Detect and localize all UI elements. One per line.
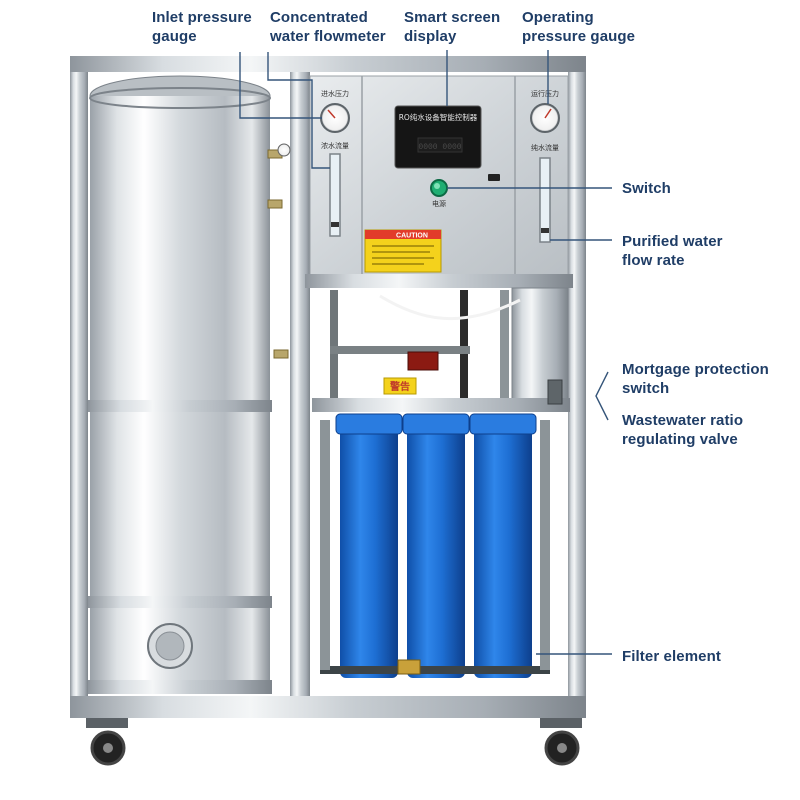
right-flow-label: 纯水流量 <box>531 143 559 152</box>
plumbing: 警告 <box>312 287 570 412</box>
frame-left-post <box>70 58 88 718</box>
left-flow-label: 浓水流量 <box>321 141 349 150</box>
filter-element-1 <box>340 416 398 678</box>
tank-drain-inner-icon <box>155 631 185 661</box>
power-label: 电源 <box>432 199 446 208</box>
controller-title: RO纯水设备智能控制器 <box>399 112 478 122</box>
label-wastewater-ratio-regulating-valve: Wastewater ratio regulating valve <box>622 411 743 449</box>
caution-text-lines-icon <box>372 245 434 265</box>
tank-band-1 <box>88 400 272 412</box>
tank-top-rim <box>89 87 271 109</box>
label-switch: Switch <box>622 179 671 198</box>
brass-fitting-icon <box>397 659 421 675</box>
label-inlet-pressure-gauge: Inlet pressure gauge <box>152 8 252 46</box>
filter-element-1-cap <box>335 413 403 435</box>
filter-element-2 <box>407 416 465 678</box>
warning-tag-bg <box>383 377 417 395</box>
frame-mid-post <box>290 72 310 696</box>
caster-right-hub-icon <box>557 743 567 753</box>
label-line: Filter element <box>622 648 721 665</box>
control-panel: RO纯水设备智能控制器 0000 0000 电源 CAUTION 进水压力 浓水… <box>305 75 573 288</box>
filter-side-pipe <box>320 420 330 670</box>
left-gauge-label: 进水压力 <box>321 89 349 98</box>
white-tube-icon <box>379 294 521 321</box>
label-line: flow rate <box>622 252 685 269</box>
leader-concentrated-flowmeter <box>267 52 330 169</box>
label-purified-water-flow-rate: Purified water flow rate <box>622 232 723 270</box>
pipe-vertical-2 <box>460 290 468 400</box>
screen-digits-icon: 0000 0000 <box>418 143 461 152</box>
label-line: Smart screen <box>404 9 501 26</box>
screen-readout <box>417 137 463 153</box>
tank-band-bottom <box>88 680 272 694</box>
caster-right-mount <box>540 718 582 728</box>
leader-bracket <box>595 371 609 421</box>
filter-element-2-cap <box>402 413 470 435</box>
warning-tag: 警告 <box>389 380 410 393</box>
label-line: Inlet pressure <box>152 9 252 26</box>
label-filter-element: Filter element <box>622 647 721 666</box>
label-concentrated-water-flowmeter: Concentrated water flowmeter <box>270 8 386 46</box>
machine-frame <box>70 56 586 718</box>
tank-side-gauge-icon <box>277 143 291 157</box>
frame-top-bar <box>70 56 586 72</box>
panel-shelf <box>305 274 573 288</box>
label-line: Wastewater ratio <box>622 412 744 429</box>
frame-right-post <box>568 58 586 718</box>
pipe-vertical-3 <box>500 290 509 400</box>
caster-left-mount <box>86 718 128 728</box>
frame-bottom-bar <box>70 696 586 718</box>
filter-housings <box>320 413 550 678</box>
purified-water-flowmeter-tube <box>539 157 551 243</box>
label-line: switch <box>622 380 670 397</box>
label-line: Operating <box>522 9 594 26</box>
left-flowmeter-float-icon <box>331 222 339 227</box>
label-line: Switch <box>622 180 671 197</box>
pressure-tank <box>88 75 291 694</box>
label-operating-pressure-gauge: Operating pressure gauge <box>522 8 635 46</box>
leader-inlet-pressure-gauge <box>239 52 322 119</box>
label-line: Concentrated <box>270 9 368 26</box>
label-line: Mortgage protection <box>622 361 769 378</box>
caution-banner: CAUTION <box>396 233 428 240</box>
tank-band-2 <box>88 596 272 608</box>
leader-lines <box>239 50 612 655</box>
right-flowmeter-float-icon <box>541 228 549 233</box>
wastewater-ratio-valve-icon <box>547 379 563 405</box>
concentrated-water-flowmeter-tube <box>329 153 341 237</box>
label-line: gauge <box>152 28 197 45</box>
filter-element-3-cap <box>469 413 537 435</box>
filter-bottom-pipe <box>320 666 550 674</box>
label-line: Purified water <box>622 233 723 250</box>
label-mortgage-protection-switch: Mortgage protection switch <box>622 360 769 398</box>
tank-side-fittings-icon <box>267 149 289 359</box>
pipe-horizontal-1 <box>330 346 470 354</box>
usb-port-icon <box>488 174 500 181</box>
inlet-gauge-needle-icon <box>327 109 336 119</box>
caster-left-hub-icon <box>103 743 113 753</box>
solenoid-valve-icon <box>407 351 439 371</box>
filter-element-3 <box>474 416 532 678</box>
operating-gauge-needle-icon <box>544 108 552 119</box>
casters <box>86 718 582 766</box>
filter-shelf <box>312 398 570 412</box>
label-line: pressure gauge <box>522 28 636 45</box>
label-line: display <box>404 28 457 45</box>
filter-side-pipe-right <box>540 420 550 670</box>
caution-banner-bar <box>365 230 441 239</box>
tank-body <box>90 96 270 694</box>
label-smart-screen-display: Smart screen display <box>404 8 500 46</box>
right-gauge-label: 运行压力 <box>531 89 559 98</box>
label-line: regulating valve <box>622 431 738 448</box>
power-switch-highlight-icon <box>434 183 440 189</box>
pipe-vertical-1 <box>330 290 338 400</box>
label-line: water flowmeter <box>270 28 386 45</box>
